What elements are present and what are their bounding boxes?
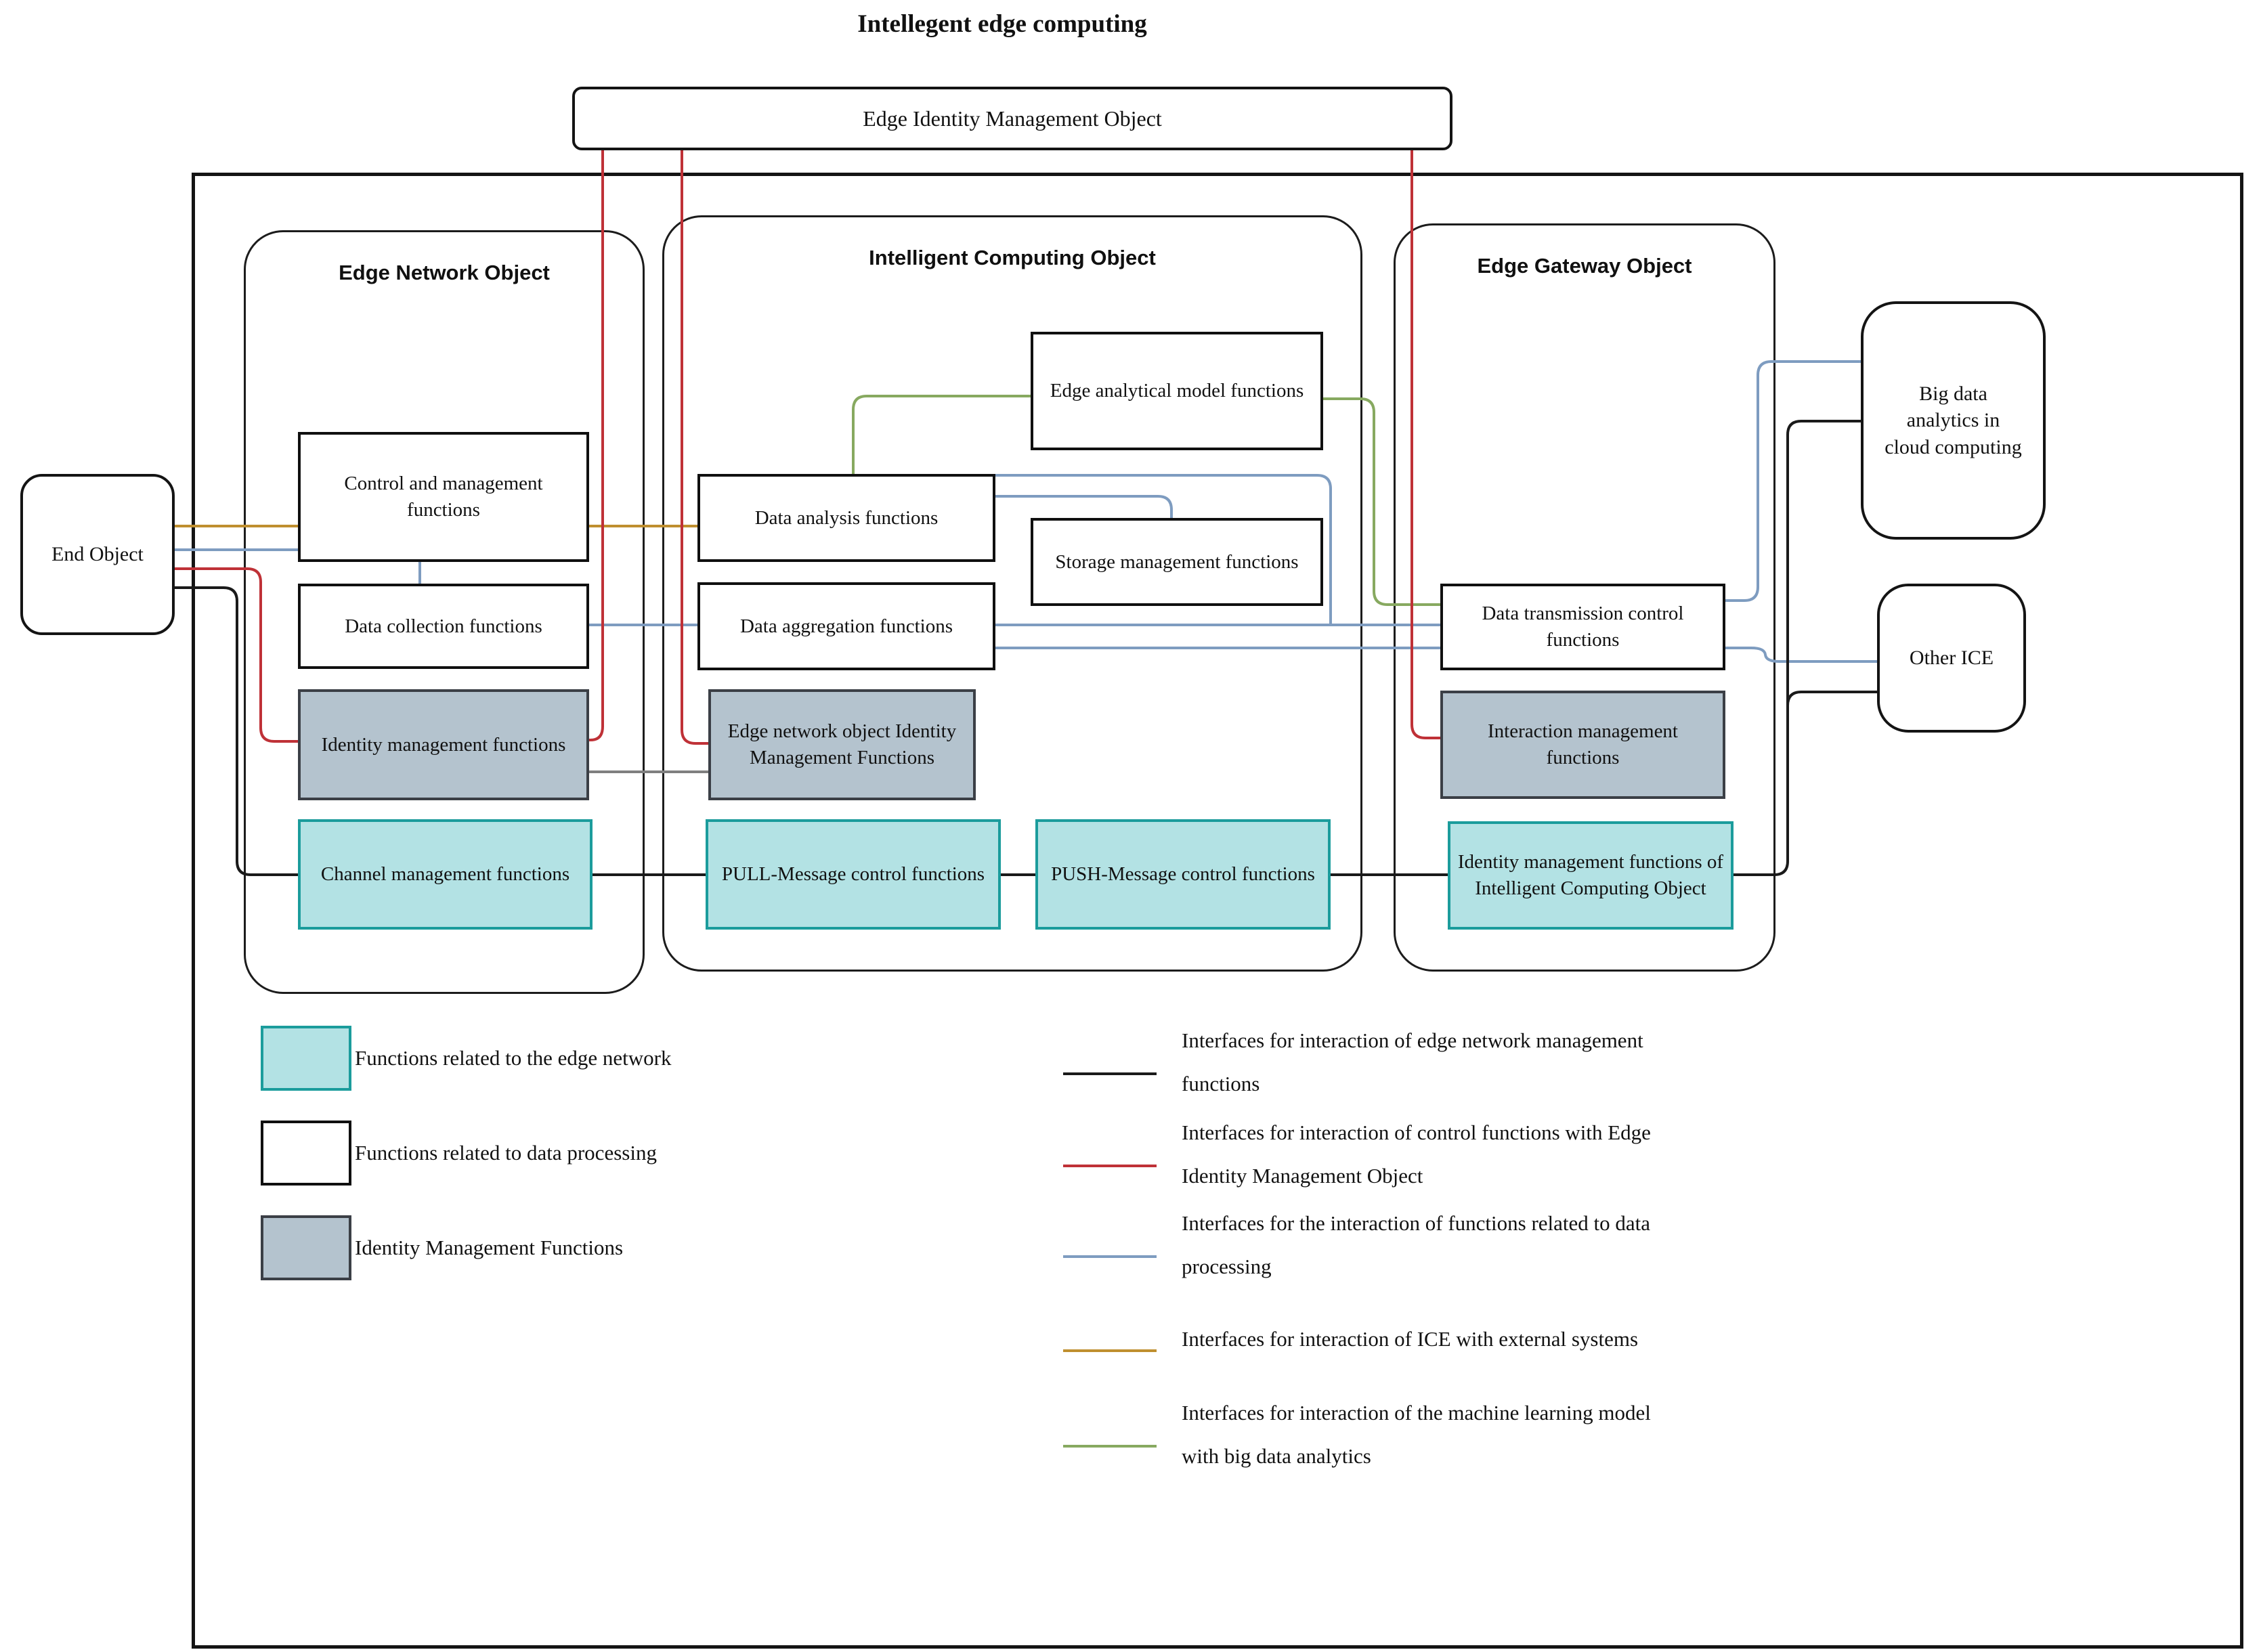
- other-ice-label: Other ICE: [1909, 647, 1994, 670]
- box-data-analysis-functions: Data analysis functions: [697, 474, 995, 562]
- wire-eimo-to-identity-eno: [589, 150, 604, 741]
- legend-swatch-data-processing: [261, 1121, 351, 1186]
- identity-management-functions-label: Identity management functions: [321, 733, 566, 756]
- storage-management-functions-label: Storage management functions: [1055, 550, 1299, 573]
- wire-transmission-to-other-ice: [1725, 647, 1877, 663]
- legend-text-blue-line2: processing: [1182, 1255, 1272, 1278]
- legend-text-black-line2: functions: [1182, 1072, 1260, 1095]
- wire-network-management-chain: [175, 420, 1861, 876]
- legend-line-red: [1063, 1165, 1157, 1167]
- data-transmission-control-functions-label: Data transmission control functions: [1482, 603, 1684, 651]
- diagram-title: Intellegent edge computing: [857, 10, 1147, 38]
- wire-endobject-to-identity: [175, 567, 298, 743]
- legend-line-green: [1063, 1445, 1157, 1448]
- legend-line-black: [1063, 1072, 1157, 1075]
- legend-text-orange-line1: Interfaces for interaction of ICE with e…: [1182, 1327, 1639, 1351]
- box-channel-management-functions: Channel management functions: [298, 819, 593, 930]
- ico-identity-management-functions-label: Identity management functions of Intelli…: [1457, 851, 1724, 899]
- box-ico-identity-management-functions: Identity management functions of Intelli…: [1448, 821, 1734, 930]
- eno-identity-management-functions-label: Edge network object Identity Management …: [727, 720, 957, 768]
- box-data-transmission-control-functions: Data transmission control functions: [1440, 584, 1725, 670]
- wire-analysis-to-storage: [995, 495, 1173, 520]
- edge-gateway-object-label: Edge Gateway Object: [1477, 254, 1692, 278]
- legend-label-edge-network: Functions related to the edge network: [355, 1046, 672, 1070]
- pull-message-control-functions-label: PULL-Message control functions: [721, 863, 985, 886]
- control-management-functions-label: Control and management functions: [344, 473, 543, 521]
- ice-outer-boundary: [192, 173, 2243, 1649]
- box-pull-message-control-functions: PULL-Message control functions: [706, 819, 1001, 930]
- box-push-message-control-functions: PUSH-Message control functions: [1035, 819, 1331, 930]
- container-intelligent-computing-object: Intelligent Computing Object: [662, 215, 1362, 972]
- intelligent-computing-object-label: Intelligent Computing Object: [869, 246, 1156, 269]
- legend-line-blue: [1063, 1255, 1157, 1258]
- wire-analysis-to-analytical-model: [852, 395, 1031, 474]
- box-identity-management-functions: Identity management functions: [298, 689, 589, 800]
- legend-text-blue-line1: Interfaces for the interaction of functi…: [1182, 1211, 1651, 1235]
- box-data-aggregation-functions: Data aggregation functions: [697, 582, 995, 670]
- legend-text-green-line1: Interfaces for interaction of the machin…: [1182, 1401, 1651, 1425]
- legend-text-red: Interfaces for interaction of control fu…: [1182, 1111, 1994, 1198]
- box-edge-analytical-model-functions: Edge analytical model functions: [1031, 332, 1323, 450]
- big-data-analytics-box: Big data analytics in cloud computing: [1861, 301, 2046, 540]
- legend-text-orange: Interfaces for interaction of ICE with e…: [1182, 1318, 1994, 1361]
- legend-swatch-edge-network: [261, 1026, 351, 1091]
- push-message-control-functions-label: PUSH-Message control functions: [1051, 863, 1315, 886]
- data-collection-functions-label: Data collection functions: [345, 615, 542, 637]
- end-object-box: End Object: [20, 474, 175, 635]
- other-ice-box: Other ICE: [1877, 584, 2026, 733]
- legend-text-blue: Interfaces for the interaction of functi…: [1182, 1202, 1994, 1288]
- edge-network-object-label: Edge Network Object: [339, 261, 550, 284]
- legend-text-green-line2: with big data analytics: [1182, 1444, 1371, 1468]
- box-data-collection-functions: Data collection functions: [298, 584, 589, 669]
- end-object-label: End Object: [51, 543, 144, 566]
- legend-text-green: Interfaces for interaction of the machin…: [1182, 1391, 1994, 1478]
- legend-line-orange: [1063, 1349, 1157, 1352]
- wire-eimo-to-identity-ico: [681, 150, 708, 745]
- wire-transmission-to-bigdata: [1725, 360, 1861, 602]
- edge-identity-management-object-box: Edge Identity Management Object: [572, 87, 1452, 150]
- legend-text-black: Interfaces for interaction of edge netwo…: [1182, 1019, 1994, 1106]
- data-analysis-functions-label: Data analysis functions: [754, 506, 939, 529]
- box-edge-network-object-identity-management-functions: Edge network object Identity Management …: [708, 689, 976, 800]
- box-control-management-functions: Control and management functions: [298, 432, 589, 562]
- wire-eimo-to-interaction-mgmt: [1411, 150, 1440, 739]
- container-edge-network-object: Edge Network Object: [244, 230, 645, 994]
- channel-management-functions-label: Channel management functions: [320, 863, 570, 886]
- container-edge-gateway-object: Edge Gateway Object: [1394, 223, 1775, 972]
- legend-label-identity-management: Identity Management Functions: [355, 1236, 624, 1259]
- wire-analytical-model-to-transmission: [1323, 397, 1440, 606]
- edge-identity-management-object-label: Edge Identity Management Object: [863, 106, 1162, 131]
- wire-network-management-other-ice: [1786, 691, 1877, 706]
- interaction-management-functions-label: Interaction management functions: [1487, 720, 1678, 768]
- box-storage-management-functions: Storage management functions: [1031, 518, 1323, 606]
- legend-text-red-line2: Identity Management Object: [1182, 1164, 1423, 1188]
- box-interaction-management-functions: Interaction management functions: [1440, 691, 1725, 799]
- legend-text-red-line1: Interfaces for interaction of control fu…: [1182, 1121, 1651, 1144]
- data-aggregation-functions-label: Data aggregation functions: [739, 615, 953, 637]
- big-data-analytics-label: Big data analytics in cloud computing: [1885, 382, 2022, 458]
- edge-analytical-model-functions-label: Edge analytical model functions: [1050, 380, 1304, 402]
- wire-analysis-to-transmission: [989, 474, 1332, 625]
- legend-label-data-processing: Functions related to data processing: [355, 1141, 657, 1165]
- legend-text-black-line1: Interfaces for interaction of edge netwo…: [1182, 1028, 1643, 1052]
- legend-swatch-identity-management: [261, 1215, 351, 1280]
